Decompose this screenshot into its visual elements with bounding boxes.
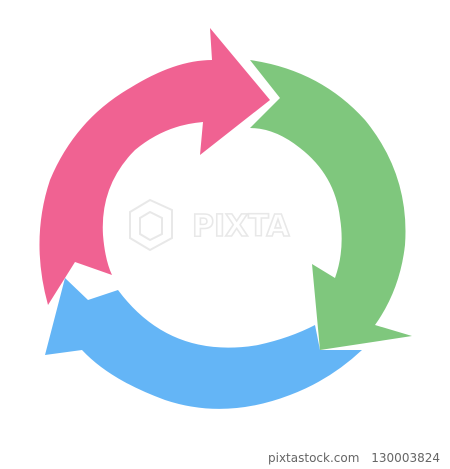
blue-arrow bbox=[45, 278, 362, 409]
footer-id: 130003824 bbox=[371, 451, 440, 465]
stock-footer: pixtastock.com 130003824 bbox=[0, 447, 450, 469]
pink-arrow bbox=[39, 28, 270, 305]
green-arrow bbox=[250, 60, 412, 350]
footer-site: pixtastock.com bbox=[268, 451, 360, 465]
